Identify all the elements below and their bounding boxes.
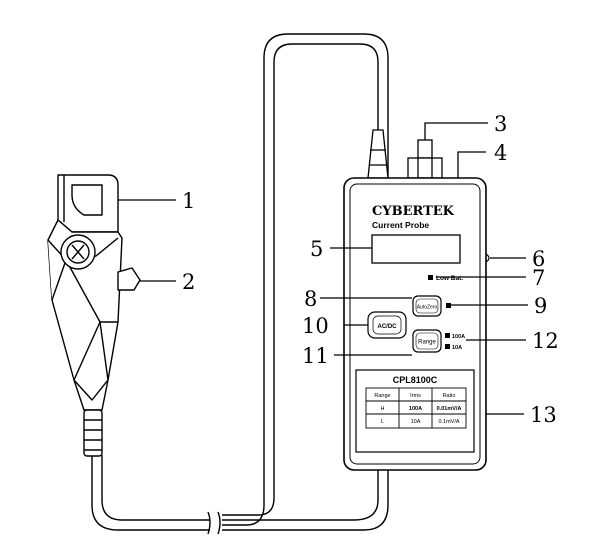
callout-4: 4	[494, 141, 507, 165]
bnc-connector	[407, 139, 443, 179]
callout-9: 9	[534, 294, 547, 318]
leader-lines	[118, 122, 528, 415]
callout-11: 11	[302, 344, 329, 368]
spec-header-irms: Irms	[410, 393, 421, 399]
range-label: Range	[418, 340, 436, 346]
callout-12: 12	[532, 329, 559, 353]
probe-cable	[91, 33, 389, 535]
autozero-indicator	[446, 303, 451, 308]
spec-cell: H	[381, 406, 385, 412]
callout-13: 13	[530, 403, 557, 427]
autozero-button[interactable]: AutoZero	[412, 295, 442, 317]
range-button[interactable]: Range	[412, 329, 442, 353]
spec-panel: CPL8100C Range Irms Ratio H 100A 0.01mV/…	[355, 369, 475, 453]
spec-cell: 0.01mV/A	[437, 406, 462, 412]
autozero-label: AutoZero	[417, 305, 438, 311]
low-battery-label: Low Bat.	[436, 275, 463, 282]
range-high-label: 100A	[452, 334, 465, 340]
low-battery-indicator	[428, 275, 433, 280]
spec-cell: L	[381, 419, 384, 425]
callout-2: 2	[182, 270, 195, 294]
callout-10: 10	[302, 314, 329, 338]
cable-strain-relief	[367, 129, 389, 179]
lcd-display	[371, 234, 461, 264]
callout-6: 6	[532, 247, 545, 271]
callout-3: 3	[494, 112, 507, 136]
spec-cell: 0.1mV/A	[438, 419, 459, 425]
acdc-label: AC/DC	[378, 324, 398, 330]
spec-cell: 10A	[411, 419, 421, 425]
product-label: Current Probe	[372, 220, 429, 230]
model-label: CPL8100C	[393, 375, 438, 385]
range-low-label: 10A	[452, 345, 462, 351]
brand-label: CYBERTEK	[372, 204, 455, 219]
spec-header-range: Range	[374, 393, 390, 399]
callout-7: 7	[532, 266, 545, 290]
spec-header-ratio: Ratio	[443, 393, 456, 399]
callout-1: 1	[182, 189, 195, 213]
callout-5: 5	[310, 237, 323, 261]
spec-cell: 100A	[409, 406, 422, 412]
range-low-indicator	[445, 344, 450, 349]
clamp-head	[47, 174, 141, 457]
acdc-button[interactable]: AC/DC	[367, 311, 407, 339]
callout-numbers: 1 2 3 4 5 6 7 8 9 10 11 12 13	[182, 112, 559, 427]
range-high-indicator	[445, 333, 450, 338]
spec-table	[365, 387, 467, 429]
main-unit: CYBERTEK Current Probe Low Bat. AutoZero…	[343, 177, 490, 471]
callout-8: 8	[304, 287, 317, 311]
